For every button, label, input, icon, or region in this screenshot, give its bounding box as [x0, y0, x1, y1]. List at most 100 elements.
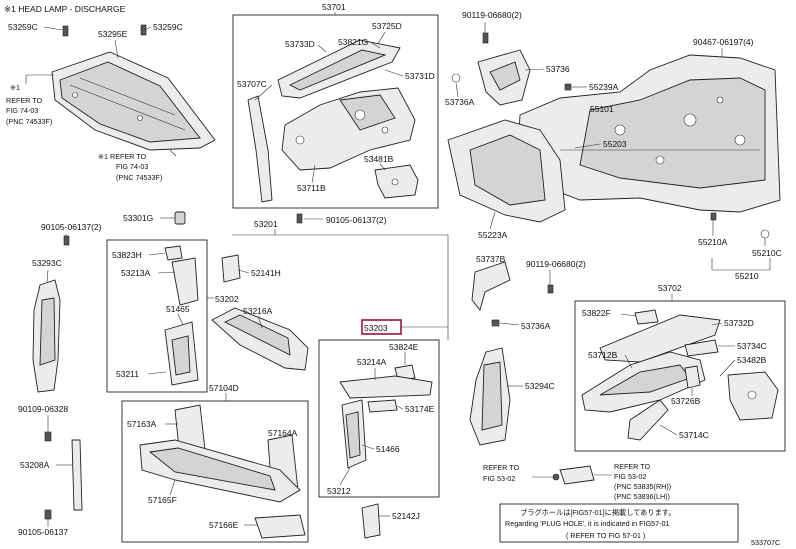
label-57164a[interactable]: 57164A: [268, 428, 298, 438]
part-53214a-bracket[interactable]: [339, 375, 433, 399]
label-53823h[interactable]: 53823H: [112, 250, 142, 260]
label-53736a-b[interactable]: 53736A: [521, 321, 551, 331]
part-53835-headlamp-bracket[interactable]: [552, 465, 595, 485]
label-53702[interactable]: 53702: [658, 283, 682, 293]
label-53259c-b[interactable]: 53259C: [153, 22, 183, 32]
label-53734c[interactable]: 53734C: [737, 341, 767, 351]
part-55101-dash-panel[interactable]: [517, 54, 781, 213]
label-53211[interactable]: 53211: [116, 369, 139, 379]
label-57104d[interactable]: 57104D: [209, 383, 239, 393]
part-53726b-bracket[interactable]: [684, 365, 701, 389]
label-53822f[interactable]: 53822F: [582, 308, 611, 318]
label-53213a[interactable]: 53213A: [121, 268, 151, 278]
part-53216a-upper-support[interactable]: [211, 307, 309, 371]
ref-fig-53-02-a[interactable]: REFER TO FIG 53-02: [483, 463, 519, 483]
label-53731d[interactable]: 53731D: [405, 71, 435, 81]
bolt-90105-06137-a[interactable]: [63, 235, 70, 246]
label-53301g[interactable]: 53301G: [123, 213, 153, 223]
label-55210[interactable]: 55210: [735, 271, 759, 281]
part-53711b-apron[interactable]: [281, 87, 416, 171]
label-53294c[interactable]: 53294C: [525, 381, 555, 391]
label-53707c[interactable]: 53707C: [237, 79, 267, 89]
label-53736[interactable]: 53736: [546, 64, 570, 74]
label-53824e[interactable]: 53824E: [389, 342, 419, 352]
label-53203[interactable]: 53203: [364, 323, 388, 333]
label-51465[interactable]: 51465: [166, 304, 190, 314]
label-90467-06197[interactable]: 90467-06197(4): [693, 37, 754, 47]
part-53733d-apron-rail[interactable]: [277, 39, 401, 99]
part-57166e-bracket[interactable]: [254, 514, 306, 539]
bolt-53259c-right[interactable]: [140, 24, 147, 36]
bolt-90109-06328[interactable]: [44, 431, 52, 442]
label-53737b[interactable]: 53737B: [476, 254, 506, 264]
label-53212[interactable]: 53212: [327, 486, 351, 496]
clip-55239a[interactable]: [564, 83, 572, 91]
part-53294c-seal[interactable]: [469, 347, 511, 446]
part-53295e-cover[interactable]: [51, 51, 216, 151]
part-53212-support[interactable]: [341, 399, 367, 469]
ref-fig-53-02-b[interactable]: REFER TO FIG 53-02 (PNC 53835(RH)) (PNC …: [614, 462, 671, 501]
label-90109-06328[interactable]: 90109-06328: [18, 404, 68, 414]
label-51466[interactable]: 51466: [376, 444, 400, 454]
label-53736a-a[interactable]: 53736A: [445, 97, 475, 107]
label-53733d[interactable]: 53733D: [285, 39, 315, 49]
part-53734c-bracket[interactable]: [684, 339, 719, 357]
label-53725d[interactable]: 53725D: [372, 21, 402, 31]
part-57165f-crossmember[interactable]: [139, 439, 301, 503]
label-53701[interactable]: 53701: [322, 2, 346, 12]
label-90119-06680-a[interactable]: 90119-06680(2): [462, 10, 522, 20]
label-52141h[interactable]: 52141H: [251, 268, 281, 278]
label-57166e[interactable]: 57166E: [209, 520, 239, 530]
label-53208a[interactable]: 53208A: [20, 460, 50, 470]
label-53482b[interactable]: 53482B: [737, 355, 767, 365]
label-53214a[interactable]: 53214A: [357, 357, 387, 367]
label-53481b[interactable]: 53481B: [364, 154, 394, 164]
label-53711b[interactable]: 53711B: [297, 183, 326, 193]
clip-55210a[interactable]: [710, 212, 717, 221]
clip-55210c[interactable]: [760, 229, 770, 239]
label-57165f[interactable]: 57165F: [148, 495, 177, 505]
bolt-53259c-left[interactable]: [62, 25, 69, 37]
footnote-line3[interactable]: ( REFER TO FIG 57-01 ): [566, 531, 645, 540]
clip-53736a-b[interactable]: [491, 319, 500, 327]
label-53295e[interactable]: 53295E: [98, 29, 128, 39]
part-53174e-plate[interactable]: [367, 399, 398, 413]
label-53293c[interactable]: 53293C: [32, 258, 62, 268]
label-55101[interactable]: 55101: [590, 104, 614, 114]
label-53712b[interactable]: 53712B: [588, 350, 618, 360]
label-53216a[interactable]: 53216A: [243, 306, 273, 316]
part-52141h-bracket[interactable]: [221, 254, 241, 283]
part-53293c-seal[interactable]: [32, 279, 61, 393]
part-53707c-apron-reinforcement[interactable]: [247, 95, 273, 203]
part-53208a-strip[interactable]: [71, 439, 83, 511]
part-52142j-bracket[interactable]: [361, 503, 381, 539]
label-53202[interactable]: 53202: [215, 294, 239, 304]
bolt-90119-06680-b[interactable]: [547, 284, 554, 294]
ref-fig-74-03-b[interactable]: ※1 REFER TO FIG 74-03 (PNC 74533F): [98, 152, 162, 182]
label-53726b[interactable]: 53726B: [671, 396, 701, 406]
label-90105-06137-b[interactable]: 90105-06137(2): [326, 215, 387, 225]
bolt-90119-06680-top[interactable]: [482, 32, 489, 44]
label-52142j[interactable]: 52142J: [392, 511, 420, 521]
label-53259c-a[interactable]: 53259C: [8, 22, 38, 32]
part-55203-insulator[interactable]: [447, 119, 566, 223]
label-53821g[interactable]: 53821G: [338, 37, 368, 47]
part-53301g-cushion[interactable]: [174, 211, 186, 225]
label-55223a[interactable]: 55223A: [478, 230, 508, 240]
label-55210a[interactable]: 55210A: [698, 237, 728, 247]
label-90105-06137-a[interactable]: 90105-06137(2): [41, 222, 102, 232]
part-53822f-bracket[interactable]: [634, 309, 659, 325]
label-55210c[interactable]: 55210C: [752, 248, 782, 258]
part-53736-bracket[interactable]: [477, 49, 531, 106]
label-90119-06680-b[interactable]: 90119-06680(2): [526, 259, 586, 269]
part-53482b-bracket[interactable]: [727, 371, 779, 421]
label-57163a[interactable]: 57163A: [127, 419, 157, 429]
part-53714c-reinforcement[interactable]: [627, 399, 669, 441]
part-53737b-brace[interactable]: [471, 261, 511, 311]
label-53174e[interactable]: 53174E: [405, 404, 435, 414]
label-55239a[interactable]: 55239A: [589, 82, 619, 92]
bolt-90105-06137-c[interactable]: [44, 509, 52, 520]
part-53732d-rail[interactable]: [599, 314, 721, 363]
label-53732d[interactable]: 53732D: [724, 318, 754, 328]
label-90105-06137-c[interactable]: 90105-06137: [18, 527, 68, 537]
